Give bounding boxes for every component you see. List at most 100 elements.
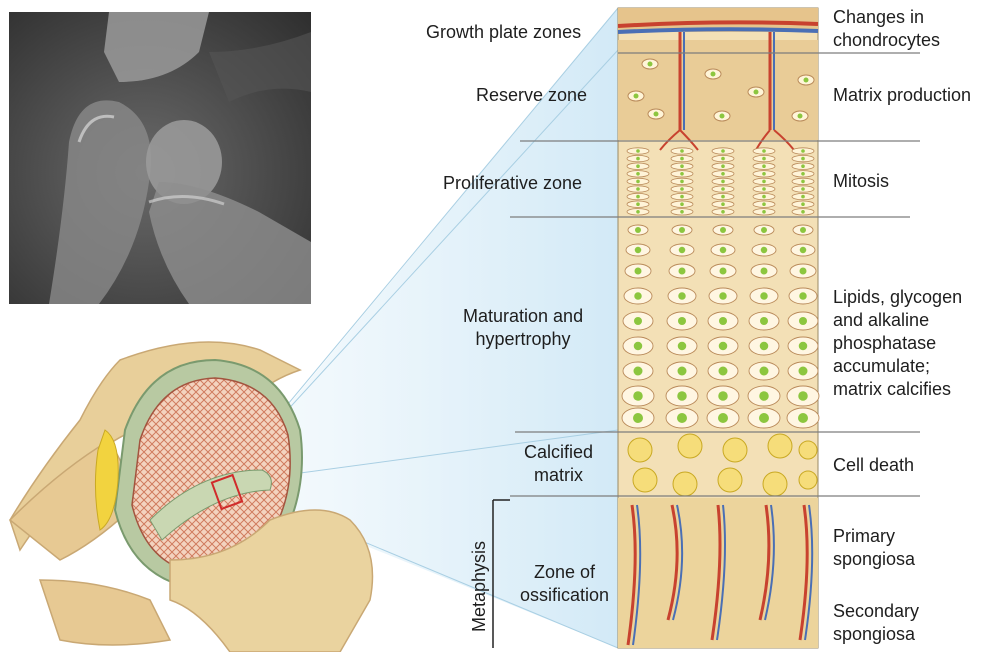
hypertrophic-nucleus — [633, 413, 643, 423]
label-growth-plate-zones: Growth plate zones — [426, 21, 581, 44]
proliferative-nucleus — [721, 180, 725, 184]
proliferative-nucleus — [762, 180, 766, 184]
hypertrophic-nucleus — [677, 413, 687, 423]
proliferative-nucleus — [801, 187, 805, 191]
label-metaphysis: Metaphysis — [469, 541, 490, 632]
hypertrophic-nucleus — [719, 367, 728, 376]
proliferative-nucleus — [680, 195, 684, 199]
hypertrophic-nucleus — [633, 391, 643, 401]
hypertrophic-nucleus — [719, 317, 727, 325]
label-lipids: Lipids, glycogen and alkaline phosphatas… — [833, 286, 962, 401]
hypertrophic-nucleus — [634, 317, 642, 325]
proliferative-nucleus — [721, 172, 725, 176]
proliferative-nucleus — [762, 164, 766, 168]
hypertrophic-nucleus — [679, 247, 686, 254]
hypertrophic-nucleus — [720, 247, 727, 254]
hypertrophic-nucleus — [761, 268, 768, 275]
proliferative-nucleus — [762, 202, 766, 206]
proliferative-nucleus — [680, 172, 684, 176]
proliferative-nucleus — [636, 195, 640, 199]
proliferative-nucleus — [636, 172, 640, 176]
proliferative-nucleus — [721, 164, 725, 168]
proliferative-nucleus — [721, 157, 725, 161]
hypertrophic-nucleus — [635, 268, 642, 275]
proliferative-nucleus — [680, 149, 684, 153]
hypertrophic-nucleus — [800, 247, 807, 254]
proliferative-nucleus — [721, 210, 725, 214]
label-primary-spongiosa: Primary spongiosa — [833, 525, 915, 571]
proliferative-nucleus — [636, 187, 640, 191]
label-calcified-matrix: Calcified matrix — [524, 441, 593, 487]
proliferative-nucleus — [636, 202, 640, 206]
label-zone-of-ossification: Zone of ossification — [520, 561, 609, 607]
hypertrophic-nucleus — [761, 227, 767, 233]
proliferative-nucleus — [762, 149, 766, 153]
hypertrophic-nucleus — [759, 413, 769, 423]
hypertrophic-nucleus — [799, 292, 807, 300]
hypertrophic-nucleus — [798, 391, 808, 401]
hypertrophic-nucleus — [678, 292, 686, 300]
hypertrophic-nucleus — [720, 268, 727, 275]
hypertrophic-nucleus — [799, 367, 808, 376]
hypertrophic-nucleus — [678, 317, 686, 325]
hypertrophic-nucleus — [718, 413, 728, 423]
hypertrophic-nucleus — [720, 227, 726, 233]
proliferative-nucleus — [721, 149, 725, 153]
proliferative-nucleus — [762, 187, 766, 191]
proliferative-nucleus — [680, 164, 684, 168]
hypertrophic-nucleus — [718, 391, 728, 401]
hypertrophic-nucleus — [678, 342, 687, 351]
label-cell-death: Cell death — [833, 454, 914, 477]
hypertrophic-nucleus — [759, 391, 769, 401]
proliferative-nucleus — [680, 180, 684, 184]
proliferative-nucleus — [762, 210, 766, 214]
proliferative-nucleus — [636, 164, 640, 168]
hypertrophic-nucleus — [760, 367, 769, 376]
hypertrophic-nucleus — [800, 268, 807, 275]
label-secondary-spongiosa: Secondary spongiosa — [833, 600, 919, 646]
label-matrix-production: Matrix production — [833, 84, 971, 107]
proliferative-nucleus — [680, 210, 684, 214]
proliferative-nucleus — [801, 164, 805, 168]
proliferative-nucleus — [721, 187, 725, 191]
proliferative-nucleus — [636, 180, 640, 184]
proliferative-nucleus — [801, 202, 805, 206]
hypertrophic-nucleus — [761, 247, 768, 254]
proliferative-nucleus — [680, 202, 684, 206]
proliferative-nucleus — [801, 149, 805, 153]
proliferative-nucleus — [801, 157, 805, 161]
proliferative-nucleus — [801, 172, 805, 176]
proliferative-nucleus — [680, 157, 684, 161]
proliferative-nucleus — [801, 180, 805, 184]
hypertrophic-nucleus — [799, 317, 807, 325]
proliferative-nucleus — [801, 195, 805, 199]
proliferative-nucleus — [721, 195, 725, 199]
proliferative-nucleus — [636, 149, 640, 153]
hypertrophic-nucleus — [760, 292, 768, 300]
hypertrophic-nucleus — [677, 391, 687, 401]
proliferative-nucleus — [801, 210, 805, 214]
label-changes-in-chondrocytes: Changes in chondrocytes — [833, 6, 940, 52]
proliferative-nucleus — [636, 210, 640, 214]
hypertrophic-nucleus — [719, 342, 728, 351]
label-mitosis: Mitosis — [833, 170, 889, 193]
hypertrophic-nucleus — [634, 367, 643, 376]
hypertrophic-nucleus — [719, 292, 727, 300]
hypertrophic-nucleus — [760, 342, 769, 351]
hypertrophic-nucleus — [679, 268, 686, 275]
reserve-zone-region — [618, 40, 818, 140]
hypertrophic-nucleus — [799, 342, 808, 351]
label-reserve-zone: Reserve zone — [476, 84, 587, 107]
hypertrophic-nucleus — [634, 292, 642, 300]
hypertrophic-nucleus — [679, 227, 685, 233]
proliferative-nucleus — [762, 172, 766, 176]
proliferative-nucleus — [762, 195, 766, 199]
hypertrophic-nucleus — [798, 413, 808, 423]
label-maturation: Maturation and hypertrophy — [463, 305, 583, 351]
hypertrophic-nucleus — [678, 367, 687, 376]
hypertrophic-nucleus — [635, 247, 642, 254]
hypertrophic-nucleus — [634, 342, 643, 351]
hypertrophic-nucleus — [760, 317, 768, 325]
proliferative-nucleus — [636, 157, 640, 161]
proliferative-nucleus — [721, 202, 725, 206]
